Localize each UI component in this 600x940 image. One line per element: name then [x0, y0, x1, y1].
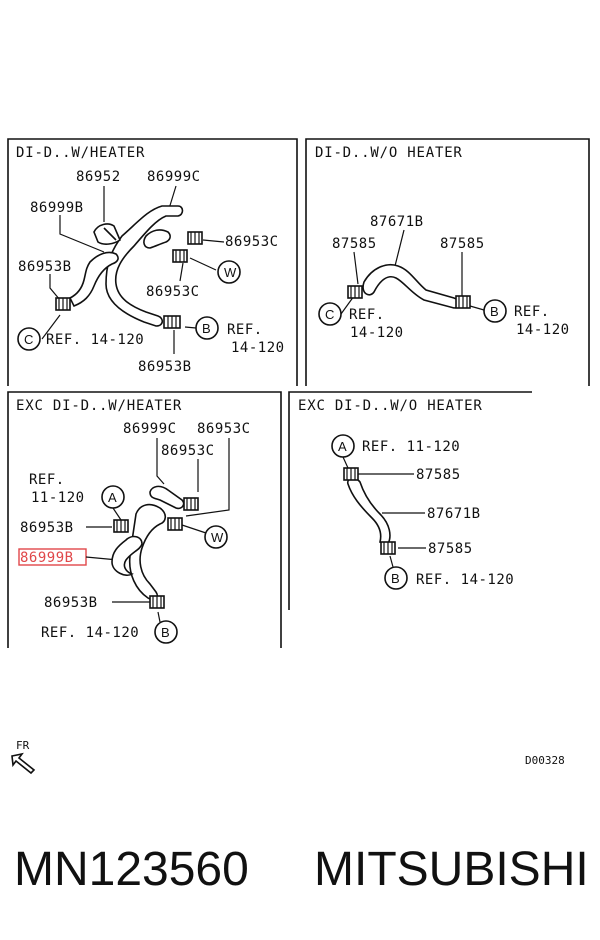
ref-label-b: REF.	[514, 304, 550, 320]
clamp-87585-left	[347, 285, 363, 299]
panel-title: DI-D..W/HEATER	[16, 145, 145, 161]
circle-c	[318, 302, 342, 326]
clamp-86953c-upper	[187, 231, 203, 245]
part-label-87671b: 87671B	[370, 214, 424, 230]
part-label-87585-right: 87585	[440, 236, 485, 252]
circle-b-label: B	[161, 625, 170, 640]
brand-name: MITSUBISHI	[314, 843, 589, 896]
part-label-86953c-mid: 86953C	[161, 443, 215, 459]
fr-arrow-icon	[11, 752, 36, 775]
clamp-87585-right	[455, 295, 471, 309]
ref-label-a: REF.	[29, 472, 65, 488]
circle-w-label: W	[224, 265, 237, 280]
clamp-86953b-upper	[113, 519, 129, 533]
circle-c-label: C	[325, 307, 334, 322]
ref-14-120-c: REF. 14-120	[46, 332, 144, 348]
part-label-86999b-highlighted: 86999B	[20, 550, 74, 566]
circle-c-label: C	[24, 332, 33, 347]
part-label-86953b: 86953B	[18, 259, 72, 275]
part-label-86953c-2: 86953C	[146, 284, 200, 300]
ref-number-c: 14-120	[350, 325, 404, 341]
panel-title: DI-D..W/O HEATER	[315, 145, 463, 161]
part-label-86999c: 86999C	[147, 169, 201, 185]
diagram-code: D00328	[525, 754, 565, 767]
circle-w	[217, 260, 241, 284]
ref-number-b: 14-120	[231, 340, 285, 356]
circle-b-label: B	[490, 304, 499, 319]
clamp-87585-bottom	[380, 541, 396, 555]
ref-11-120-a: REF. 11-120	[362, 439, 460, 455]
clamp-86953c-lower	[172, 249, 188, 263]
circle-b	[483, 299, 507, 323]
part-label-86999c: 86999C	[123, 421, 177, 437]
front-direction-indicator: FR	[11, 739, 36, 775]
ref-14-120-b: REF. 14-120	[416, 572, 514, 588]
clamp-86953c-top	[183, 497, 199, 511]
ref-14-120-b: REF. 14-120	[41, 625, 139, 641]
part-label-86953c-top: 86953C	[197, 421, 251, 437]
clamp-86953c-mid	[167, 517, 183, 531]
panel-exc-di-d-without-heater: EXC DI-D..W/O HEATER A REF. 11-120 87585…	[298, 398, 514, 590]
part-label-87585-left: 87585	[332, 236, 377, 252]
clamp-86953b-left	[55, 297, 71, 311]
part-label-86999b: 86999B	[30, 200, 84, 216]
circle-w-label: W	[211, 530, 224, 545]
ref-label-c: REF.	[349, 307, 385, 323]
part-label-86952: 86952	[76, 169, 121, 185]
panel-di-d-with-heater: DI-D..W/HEATER 86952 86999C 86999B 86953…	[16, 145, 285, 375]
panel-di-d-without-heater: DI-D..W/O HEATER 87671B 87585 87585 C RE…	[315, 145, 570, 341]
circle-b	[195, 316, 219, 340]
circle-a-label: A	[108, 490, 117, 505]
clamp-86953b-lower	[149, 595, 165, 609]
circle-b-label: B	[391, 571, 400, 586]
circle-b-label: B	[202, 321, 211, 336]
ref-number-b: 14-120	[516, 322, 570, 338]
part-label-86953c: 86953C	[225, 234, 279, 250]
part-label-87671b: 87671B	[427, 506, 481, 522]
part-label-86953b-2: 86953B	[138, 359, 192, 375]
ref-number-a: 11-120	[31, 490, 85, 506]
part-label-87585-top: 87585	[416, 467, 461, 483]
part-number: MN123560	[14, 843, 249, 896]
ref-label-b: REF.	[227, 322, 263, 338]
panel-title: EXC DI-D..W/O HEATER	[298, 398, 483, 414]
part-label-86953b-upper: 86953B	[20, 520, 74, 536]
clamp-87585-top	[343, 467, 359, 481]
fr-label: FR	[16, 739, 30, 752]
circle-c	[17, 327, 41, 351]
circle-b	[384, 566, 408, 590]
clamp-86953b-lower	[163, 315, 181, 329]
panel-title: EXC DI-D..W/HEATER	[16, 398, 182, 414]
panel-exc-di-d-with-heater: EXC DI-D..W/HEATER 86999C 86953C 86953C …	[16, 398, 251, 644]
circle-w	[204, 525, 228, 549]
part-label-86953b-lower: 86953B	[44, 595, 98, 611]
circle-b	[154, 620, 178, 644]
part-label-87585-bottom: 87585	[428, 541, 473, 557]
panel-frames	[7, 138, 590, 648]
circle-a-label: A	[338, 439, 347, 454]
